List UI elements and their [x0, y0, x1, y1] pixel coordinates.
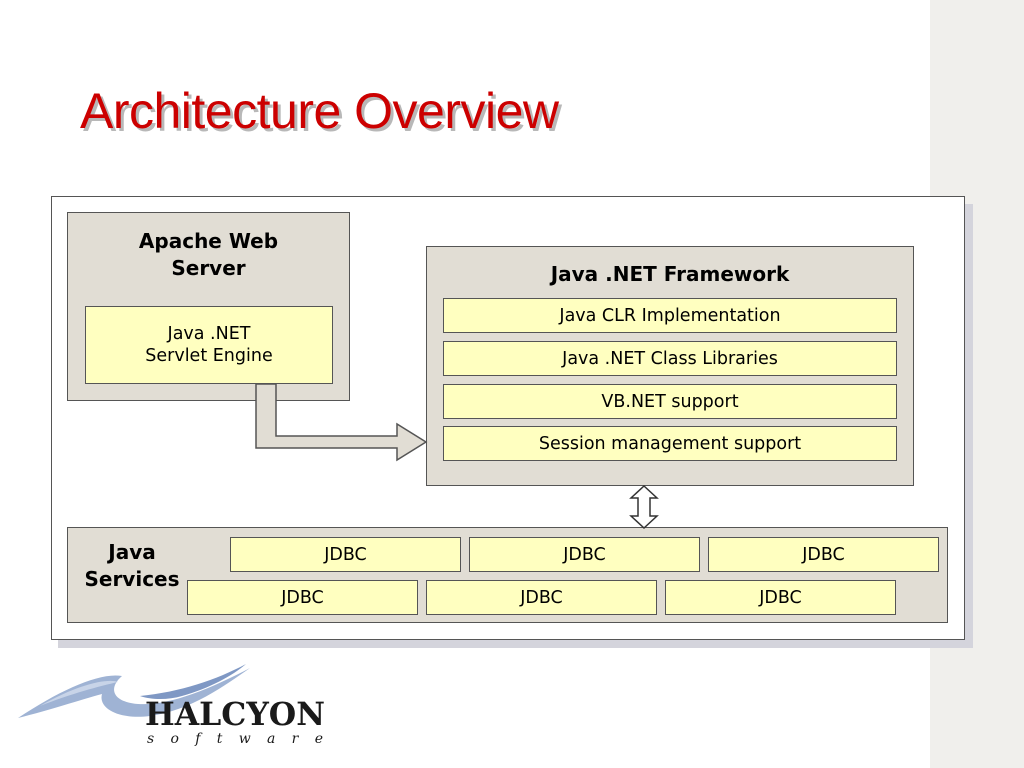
servlet-engine-line2: Servlet Engine — [145, 346, 273, 366]
java-services-title-line2: Services — [84, 567, 180, 591]
apache-web-server-title: Apache Web Server — [67, 228, 350, 282]
jdbc-box: JDBC — [665, 580, 896, 615]
logo-wordmark: HALCYON — [145, 695, 325, 733]
jdbc-box: JDBC — [469, 537, 700, 572]
slide-title: Architecture Overview — [80, 83, 559, 139]
jdbc-box: JDBC — [426, 580, 657, 615]
apache-title-line2: Server — [171, 256, 246, 280]
jdbc-box: JDBC — [187, 580, 418, 615]
jdbc-box: JDBC — [230, 537, 461, 572]
framework-item: Session management support — [443, 426, 897, 461]
framework-item: Java .NET Class Libraries — [443, 341, 897, 376]
logo-swoosh-icon — [18, 664, 250, 718]
java-services-title: Java Services — [72, 539, 192, 593]
framework-item: Java CLR Implementation — [443, 298, 897, 333]
elbow-arrow — [255, 383, 428, 462]
logo-tagline: s o f t w a r e — [147, 731, 323, 747]
bidirectional-arrow — [629, 484, 659, 530]
framework-item: VB.NET support — [443, 384, 897, 419]
jdbc-box: JDBC — [708, 537, 939, 572]
servlet-engine-line1: Java .NET — [167, 324, 251, 344]
servlet-engine-box: Java .NET Servlet Engine — [85, 306, 333, 384]
java-services-title-line1: Java — [108, 540, 156, 564]
apache-title-line1: Apache Web — [138, 229, 279, 253]
java-net-framework-title: Java .NET Framework — [550, 262, 790, 286]
